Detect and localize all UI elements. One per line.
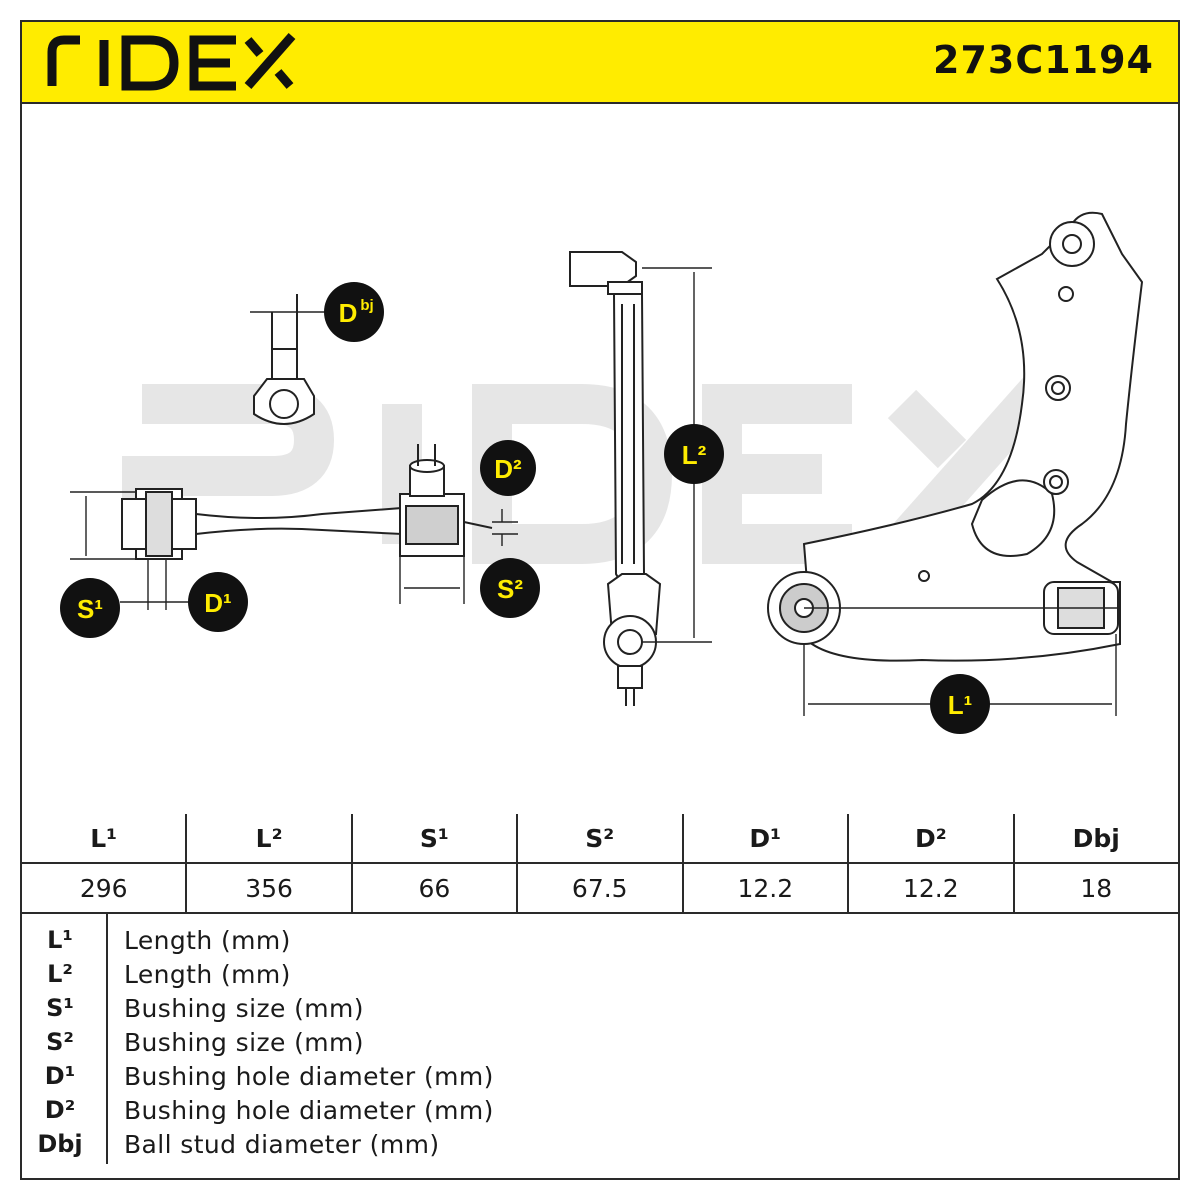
l1-badge: L¹	[930, 674, 990, 734]
spec-value-l2: 356	[186, 863, 353, 914]
spec-header-l1: L¹	[22, 814, 188, 864]
svg-text:D²: D²	[494, 454, 522, 484]
part-number: 273C1194	[933, 38, 1154, 82]
svg-text:D: D	[339, 298, 358, 328]
legend-symbol: Dbj	[37, 1130, 83, 1158]
legend-symbol: L¹	[47, 926, 73, 954]
legend-divider	[106, 914, 108, 1164]
svg-text:L²: L²	[682, 440, 707, 470]
s1-badge: S¹	[60, 578, 120, 638]
spec-header-row: L¹ L² S¹ S² D¹ D² Dbj	[22, 814, 1178, 864]
vertical-arm-part	[569, 251, 712, 706]
svg-text:S²: S²	[497, 574, 523, 604]
ball-joint-part	[250, 294, 342, 425]
legend-description: Ball stud diameter (mm)	[124, 1130, 440, 1159]
s2-badge: S²	[480, 558, 540, 618]
d1-badge: D¹	[188, 572, 248, 632]
spec-value-s2: 67.5	[517, 863, 684, 914]
legend-description: Bushing hole diameter (mm)	[124, 1062, 494, 1091]
legend-symbol: D¹	[44, 1062, 76, 1090]
legend-row: L¹ Length (mm)	[22, 926, 1178, 960]
legend-description: Length (mm)	[124, 960, 291, 989]
spec-value-d1: 12.2	[682, 863, 850, 914]
spec-value-l1: 296	[22, 863, 188, 914]
svg-text:bj: bj	[360, 297, 373, 314]
legend-symbol: L²	[47, 960, 73, 988]
spec-header-s2: S²	[517, 814, 684, 864]
legend-row: S² Bushing size (mm)	[22, 1028, 1178, 1062]
link-arm-part	[70, 444, 518, 610]
legend-row: Dbj Ball stud diameter (mm)	[22, 1130, 1178, 1164]
dbj-badge: D bj	[324, 282, 384, 342]
spec-header-l2: L²	[186, 814, 353, 864]
legend-description: Bushing size (mm)	[124, 1028, 364, 1057]
legend-row: D¹ Bushing hole diameter (mm)	[22, 1062, 1178, 1096]
spec-header-d2: D²	[848, 814, 1015, 864]
l2-badge: L²	[664, 424, 724, 484]
technical-drawing: D bj D² S¹ D¹ S²	[22, 104, 1178, 812]
legend-row: S¹ Bushing size (mm)	[22, 994, 1178, 1028]
d2-badge: D²	[480, 440, 536, 496]
spec-value-d2: 12.2	[848, 863, 1015, 914]
spec-value-row: 296 356 66 67.5 12.2 12.2 18	[22, 863, 1178, 914]
spec-header-d1: D¹	[682, 814, 850, 864]
legend: L¹ Length (mm) L² Length (mm) S¹ Bushing…	[22, 914, 1178, 1178]
spec-value-s1: 66	[351, 863, 519, 914]
control-arm-part	[767, 211, 1144, 716]
legend-row: L² Length (mm)	[22, 960, 1178, 994]
svg-text:L¹: L¹	[948, 690, 973, 720]
spec-sheet: 273C1194	[20, 20, 1180, 1180]
spec-header-s1: S¹	[351, 814, 519, 864]
legend-description: Bushing hole diameter (mm)	[124, 1096, 494, 1125]
legend-symbol: S¹	[46, 994, 74, 1022]
svg-text:S¹: S¹	[77, 594, 103, 624]
spec-value-dbj: 18	[1013, 863, 1178, 914]
spec-table: L¹ L² S¹ S² D¹ D² Dbj 296 356 66 67.5 12…	[22, 814, 1178, 914]
brand-logo	[46, 32, 306, 96]
legend-row: D² Bushing hole diameter (mm)	[22, 1096, 1178, 1130]
header-bar: 273C1194	[22, 22, 1178, 104]
legend-symbol: S²	[46, 1028, 74, 1056]
svg-text:D¹: D¹	[204, 588, 231, 618]
legend-symbol: D²	[44, 1096, 76, 1124]
legend-description: Length (mm)	[124, 926, 291, 955]
spec-header-dbj: Dbj	[1013, 814, 1178, 864]
legend-description: Bushing size (mm)	[124, 994, 364, 1023]
